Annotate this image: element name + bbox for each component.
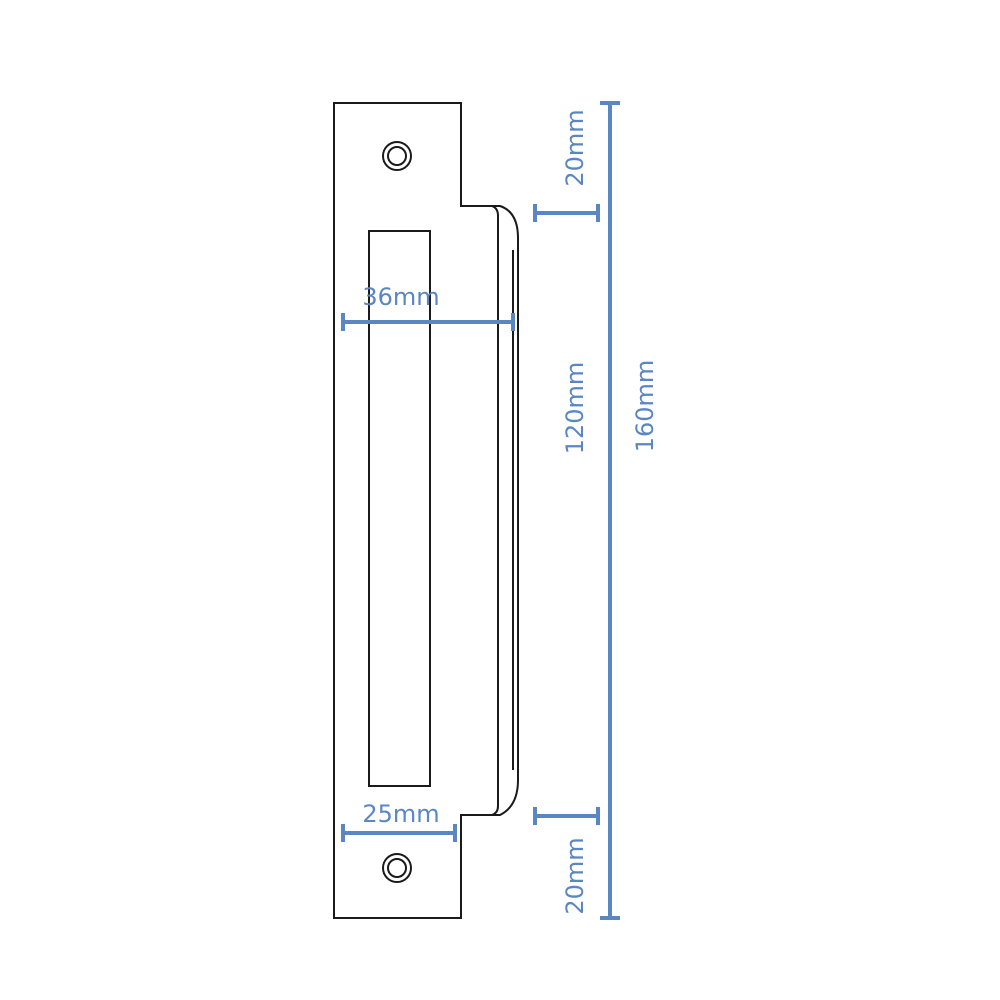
dimension-label-120mm: 120mm (561, 362, 589, 455)
lip-inner-edge (491, 205, 499, 816)
strike-plate-outline (333, 102, 519, 919)
top-screw-hole-icon (382, 141, 412, 171)
dimension-bottom-20mm: 20mm (533, 807, 600, 915)
dimension-36mm: 36mm (341, 283, 515, 331)
dimension-label-25mm: 25mm (362, 800, 439, 828)
dimension-label-top-20mm: 20mm (561, 109, 589, 186)
bottom-screw-hole-icon (382, 853, 412, 883)
dimension-label-36mm: 36mm (362, 283, 439, 311)
latch-slot (368, 230, 431, 787)
dimension-total-160mm: 160mm (600, 101, 659, 920)
dimension-25mm: 25mm (341, 800, 457, 842)
dimension-label-160mm: 160mm (631, 360, 659, 453)
dimension-label-bottom-20mm: 20mm (561, 837, 589, 914)
dimension-top-20mm: 20mm (533, 109, 600, 222)
